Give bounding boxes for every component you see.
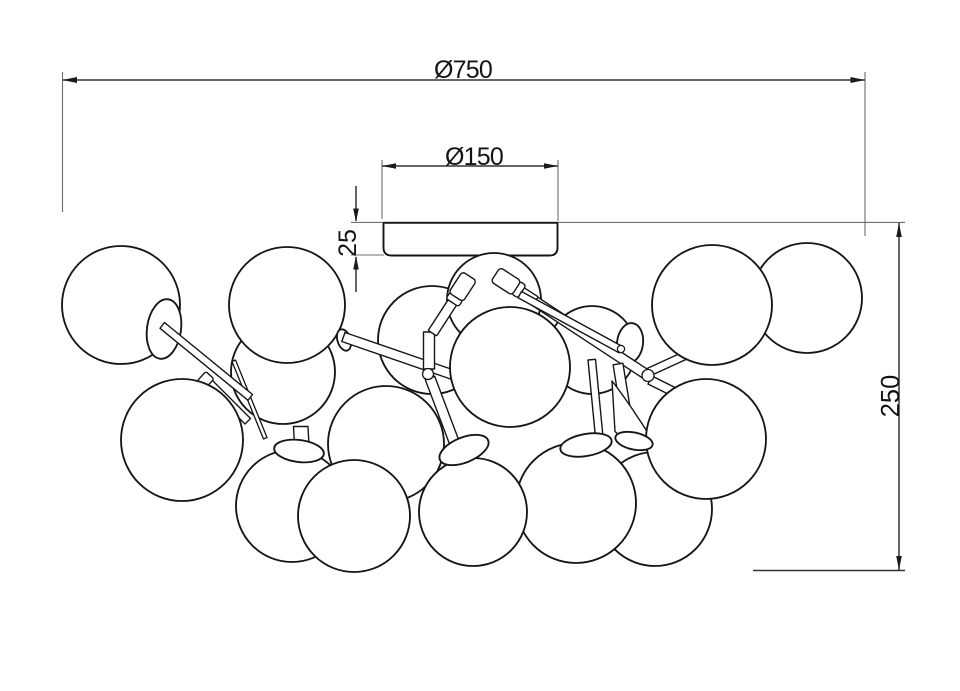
svg-text:Ø150: Ø150 <box>445 143 503 171</box>
svg-text:25: 25 <box>334 229 362 257</box>
svg-text:250: 250 <box>877 375 905 418</box>
svg-text:Ø750: Ø750 <box>434 56 492 84</box>
